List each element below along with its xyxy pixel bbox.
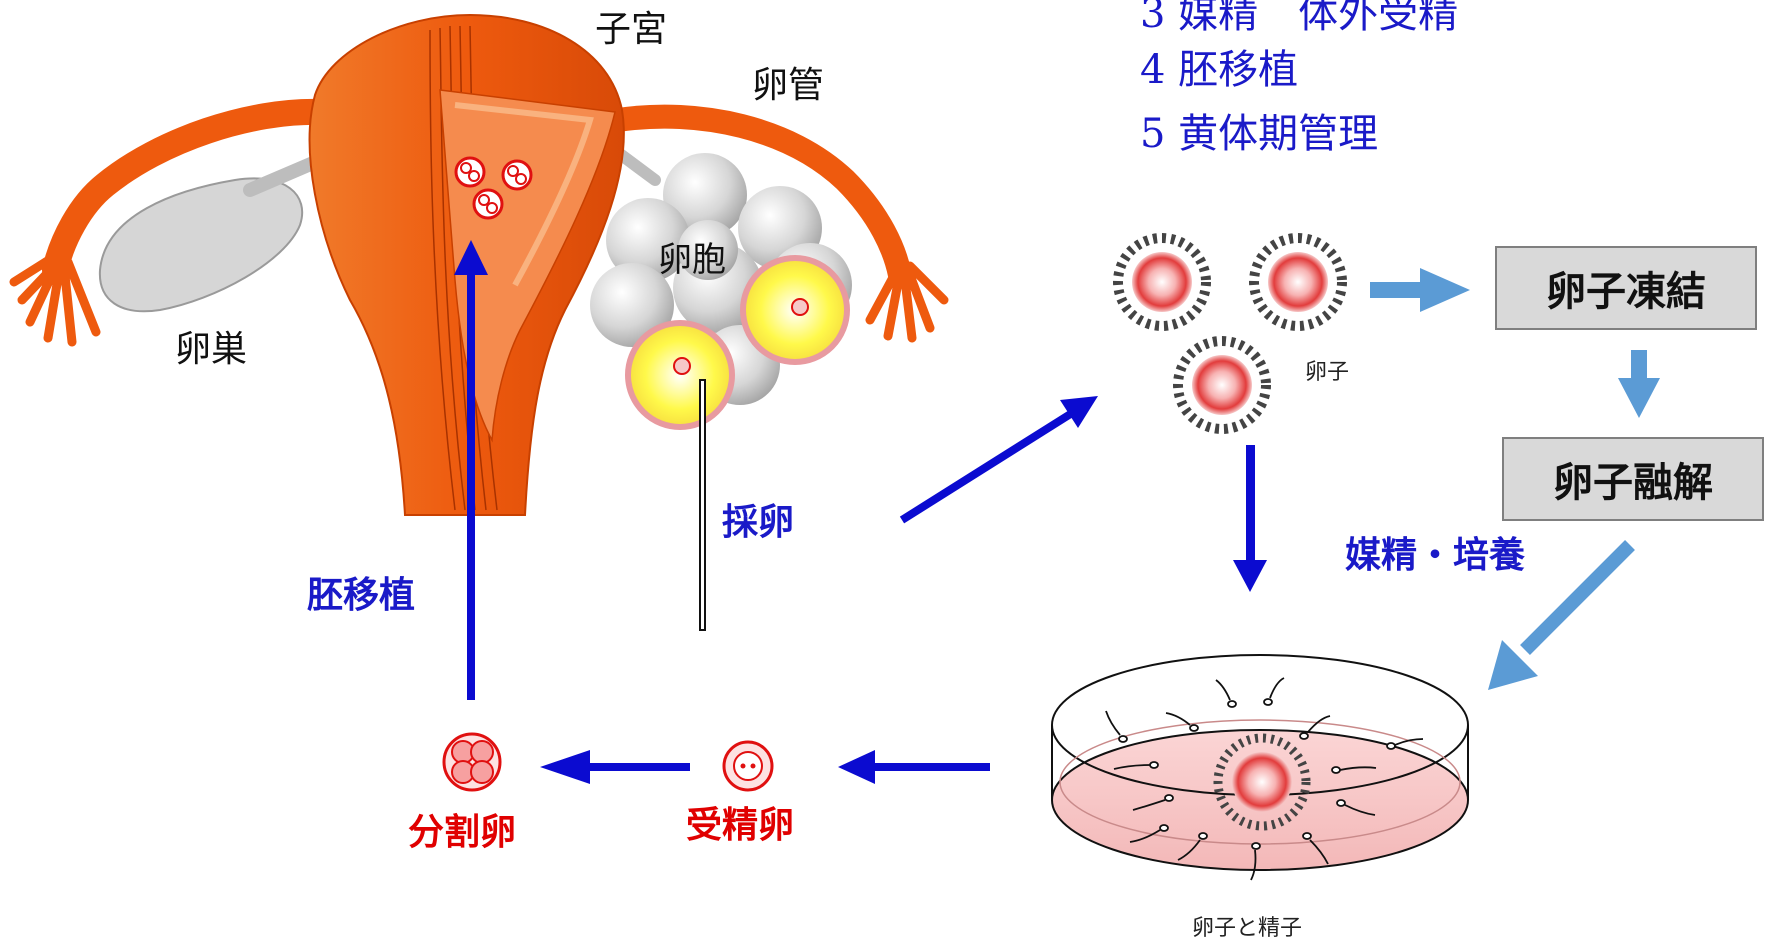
petri-dish	[1052, 655, 1468, 880]
oocyte-2	[1254, 238, 1342, 326]
step-4: 4 胚移植	[1140, 50, 1298, 90]
retrieval-arrow	[902, 396, 1098, 520]
to-freezing-arrow	[1370, 268, 1470, 312]
step-4-num: 4	[1140, 47, 1165, 93]
step-5-num: 5	[1140, 111, 1165, 157]
follicle-label: 卵胞	[658, 243, 726, 277]
step-5: 5 黄体期管理	[1140, 114, 1378, 154]
fertilized-egg-label: 受精卵	[686, 808, 794, 844]
uterus-label: 子宮	[595, 12, 667, 48]
follicles	[590, 153, 852, 427]
ovary-label: 卵巣	[175, 332, 247, 368]
oocyte-to-dish-arrow	[1233, 445, 1267, 592]
egg-and-sperm-label: 卵子と精子	[1192, 918, 1302, 940]
oocytes-label: 卵子	[1305, 362, 1349, 384]
embryo-transfer-label: 胚移植	[307, 578, 415, 614]
oocyte-thawing-box: 卵子融解	[1502, 437, 1764, 521]
cleaved-egg	[444, 734, 500, 790]
retrieval-needle	[700, 380, 705, 630]
insemination-culture-label: 媒精・培養	[1345, 538, 1525, 574]
step-4-text: 胚移植	[1178, 47, 1298, 93]
fallopian-tube-label: 卵管	[752, 68, 824, 104]
step-3-num: 3	[1140, 0, 1165, 37]
step-5-text: 黄体期管理	[1178, 111, 1378, 157]
oocyte-3	[1178, 341, 1266, 429]
step-3-text: 媒精 体外受精	[1178, 0, 1458, 37]
oocyte-freezing-box: 卵子凍結	[1495, 246, 1757, 330]
step-3: 3 媒精 体外受精	[1140, 0, 1458, 34]
oocyte-thawing-label: 卵子融解	[1553, 450, 1713, 508]
fertilized-to-cleaved-arrow	[540, 750, 690, 784]
cleaved-egg-label: 分割卵	[408, 815, 516, 851]
dish-to-fertilized-arrow	[838, 750, 990, 784]
fertilized-egg	[724, 742, 772, 790]
freezing-to-thawing-arrow	[1618, 350, 1660, 418]
egg-retrieval-label: 採卵	[722, 505, 794, 541]
left-ovary	[100, 160, 320, 311]
oocyte-1	[1118, 238, 1206, 326]
oocyte-freezing-label: 卵子凍結	[1546, 259, 1706, 317]
